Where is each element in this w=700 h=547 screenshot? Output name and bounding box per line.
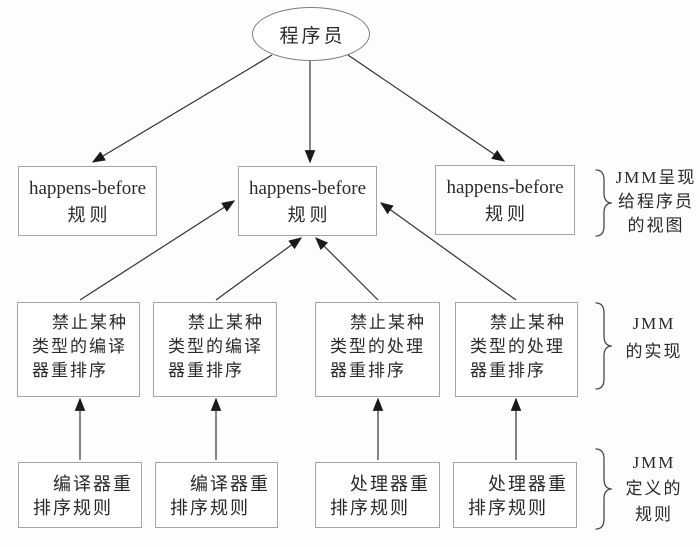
brace-rules	[595, 448, 613, 530]
arrow-impl1-to-hb2	[79, 200, 236, 301]
rule-box-2-line1: 编译器重	[190, 474, 270, 494]
label-jmm-implementation-line1: JMM	[632, 314, 676, 333]
label-jmm-view-line2: 给程序员	[618, 192, 694, 211]
forbid-compiler-reorder-box-2: 禁止某种 类型的编译 器重排序	[153, 302, 277, 397]
happens-before-box-2: happens-before 规则	[238, 166, 377, 236]
programmer-label: 程序员	[279, 25, 346, 47]
rule-box-4-line1: 处理器重	[488, 474, 568, 494]
forbid-box-2-line1: 禁止某种	[188, 313, 264, 332]
rule-box-1-line1: 编译器重	[53, 474, 133, 494]
label-jmm-view: JMM呈现 给程序员 的视图	[610, 166, 700, 238]
happens-before-box-2-line2: 规则	[287, 205, 332, 225]
label-jmm-implementation-line2: 的实现	[625, 342, 683, 361]
happens-before-box-2-line1: happens-before	[248, 178, 367, 199]
label-jmm-view-line3: 的视图	[627, 216, 685, 235]
happens-before-box-3-line1: happens-before	[446, 177, 564, 198]
happens-before-box-3: happens-before 规则	[435, 165, 575, 235]
forbid-box-3-line3: 器重排序	[330, 361, 406, 380]
rule-box-2-line2: 排序规则	[170, 498, 250, 518]
forbid-processor-reorder-box-1: 禁止某种 类型的处理 器重排序	[315, 302, 440, 397]
programmer-node: 程序员	[252, 7, 370, 61]
forbid-box-2-line3: 器重排序	[168, 361, 244, 380]
label-jmm-rules-line2: 定义的	[625, 479, 683, 498]
arrow-impl3-to-hb2	[315, 237, 379, 301]
label-jmm-view-line1: JMM呈现	[615, 168, 697, 187]
happens-before-box-1: happens-before 规则	[18, 166, 157, 236]
brace-view	[595, 169, 613, 237]
processor-reorder-rule-box-1: 处理器重 排序规则	[315, 462, 440, 528]
brace-implementation	[595, 302, 613, 390]
forbid-box-3-line1: 禁止某种	[350, 313, 426, 332]
compiler-reorder-rule-box-1: 编译器重 排序规则	[18, 462, 142, 528]
rule-box-1-line2: 排序规则	[33, 498, 113, 518]
forbid-box-3-line2: 类型的处理	[330, 337, 425, 356]
label-jmm-rules-line1: JMM	[632, 453, 676, 472]
label-jmm-rules: JMM 定义的 规则	[610, 450, 698, 528]
forbid-box-4-line1: 禁止某种	[490, 313, 566, 332]
happens-before-box-1-line1: happens-before	[28, 178, 147, 199]
happens-before-box-3-line2: 规则	[485, 204, 529, 224]
processor-reorder-rule-box-2: 处理器重 排序规则	[453, 462, 577, 528]
forbid-compiler-reorder-box-1: 禁止某种 类型的编译 器重排序	[17, 302, 140, 397]
forbid-box-1-line2: 类型的编译	[32, 337, 127, 356]
arrow-impl2-to-hb2	[215, 237, 303, 301]
rule-box-3-line1: 处理器重	[350, 474, 430, 494]
forbid-box-2-line2: 类型的编译	[168, 337, 263, 356]
forbid-box-4-line3: 器重排序	[470, 361, 546, 380]
rule-box-4-line2: 排序规则	[468, 498, 548, 518]
arrow-root-to-hb1	[91, 54, 273, 163]
forbid-box-4-line2: 类型的处理	[470, 337, 565, 356]
rule-box-3-line2: 排序规则	[330, 498, 410, 518]
label-jmm-rules-line3: 规则	[635, 505, 673, 524]
forbid-box-1-line3: 器重排序	[32, 361, 108, 380]
happens-before-box-1-line2: 规则	[67, 205, 112, 225]
label-jmm-implementation: JMM 的实现	[610, 310, 698, 366]
arrow-impl4-to-hb2	[379, 202, 517, 301]
arrow-root-to-hb3	[347, 54, 506, 162]
compiler-reorder-rule-box-2: 编译器重 排序规则	[155, 462, 278, 528]
forbid-processor-reorder-box-2: 禁止某种 类型的处理 器重排序	[455, 302, 578, 397]
forbid-box-1-line1: 禁止某种	[52, 313, 128, 332]
